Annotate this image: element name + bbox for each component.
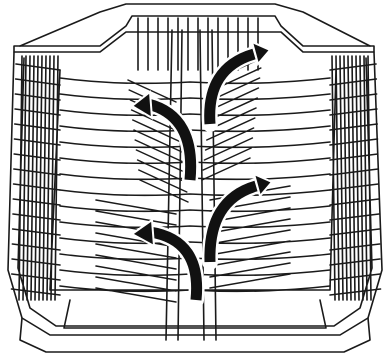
floor-rung: [60, 94, 330, 99]
arrow-lower-left-head: [132, 220, 154, 246]
rack-back-rail: [20, 4, 370, 46]
tine-left-upper: [136, 150, 184, 172]
center-spine: [178, 30, 182, 340]
tine-left-lower: [96, 266, 176, 280]
side-vertical-wire: [360, 56, 363, 300]
side-vertical-wire: [352, 56, 355, 300]
floor-rung: [60, 78, 330, 83]
side-wire: [13, 199, 378, 205]
side-vertical-wire: [27, 56, 30, 300]
tine-right-upper: [203, 148, 251, 170]
tine-left-lower: [96, 255, 176, 269]
tine-right-upper: [204, 138, 252, 160]
curved-arrow-icon: [132, 92, 191, 180]
floor-rung: [60, 126, 330, 131]
tine-right-upper: [202, 158, 250, 180]
side-wire: [13, 214, 379, 220]
side-vertical-wire: [368, 56, 371, 300]
side-wire: [16, 64, 376, 70]
tine-left-upper: [135, 140, 183, 162]
side-wire: [13, 229, 380, 235]
tine-left-upper: [134, 130, 182, 152]
side-vertical-wire: [19, 56, 22, 300]
floor-rung: [60, 110, 330, 115]
tine-left-lower: [96, 211, 176, 225]
side-vertical-wire: [35, 56, 38, 300]
floor-rung: [60, 190, 330, 195]
side-vertical-wire: [356, 56, 359, 300]
tine-right-lower: [210, 274, 290, 288]
tine-left-lower: [96, 277, 176, 291]
tine-left-lower: [96, 244, 176, 258]
curved-arrow-icon: [210, 174, 272, 262]
side-wire: [12, 244, 379, 250]
side-vertical-wire: [31, 56, 34, 300]
